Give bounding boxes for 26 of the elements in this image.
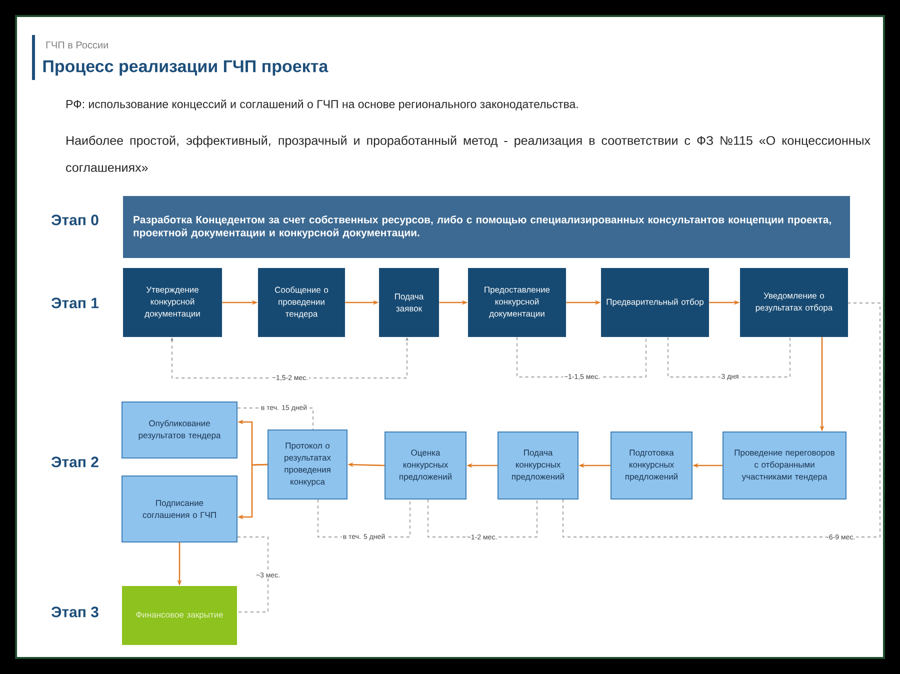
process-box: Подготовка конкурсных предложений <box>610 432 692 500</box>
process-box: Сообщение о проведении тендера <box>258 268 345 337</box>
title: Процесс реализации ГЧП проекта <box>43 60 328 76</box>
intro-text: РФ: использование концессий и соглашений о ГЧП на основе регионального законодательства. <box>66 100 578 110</box>
process-box: Уведомление о результатах отбора <box>740 268 848 337</box>
process-box: Предоставление конкурсной документации <box>468 268 566 337</box>
duration-bracket <box>236 536 268 612</box>
process-box: Подача заявок <box>379 268 439 337</box>
stage-label: Этап 3 <box>51 606 98 618</box>
process-box: Протокол о результатах проведения конкурса <box>268 430 348 500</box>
process-box: Опубликование результатов тендера <box>122 402 238 458</box>
stage-label: Этап 0 <box>51 214 98 226</box>
process-box: Подписание соглашения о ГЧП <box>122 476 238 542</box>
process-box: Финансовое закрытие <box>122 586 237 645</box>
section-label: ГЧП в России <box>46 42 108 48</box>
duration-bracket <box>562 302 880 538</box>
intro-text: Наиболее простой, эффективный, прозрачный и проработанный метод - реализация в соответствии с ФЗ №115 «О концессионных соглашениях» <box>66 136 870 172</box>
stage-label: Этап 1 <box>51 298 99 308</box>
process-box: Оценка конкурсных предложений <box>384 432 466 500</box>
process-box: Утверждение конкурсной документации <box>123 268 222 337</box>
stage-banner: Разработка Концедентом за счет собственных ресурсов, либо с помощью специализированных консультантов концепции проекта, проектной документации и конкурсной документации. <box>123 196 850 258</box>
duration-bracket <box>668 336 790 378</box>
process-box: Проведение переговоров с отборанными участниками тендера <box>722 432 846 500</box>
stage-label: Этап 2 <box>51 456 98 468</box>
process-box: Подача конкурсных предложений <box>498 432 578 500</box>
process-box: Предварительный отбор <box>601 268 709 337</box>
